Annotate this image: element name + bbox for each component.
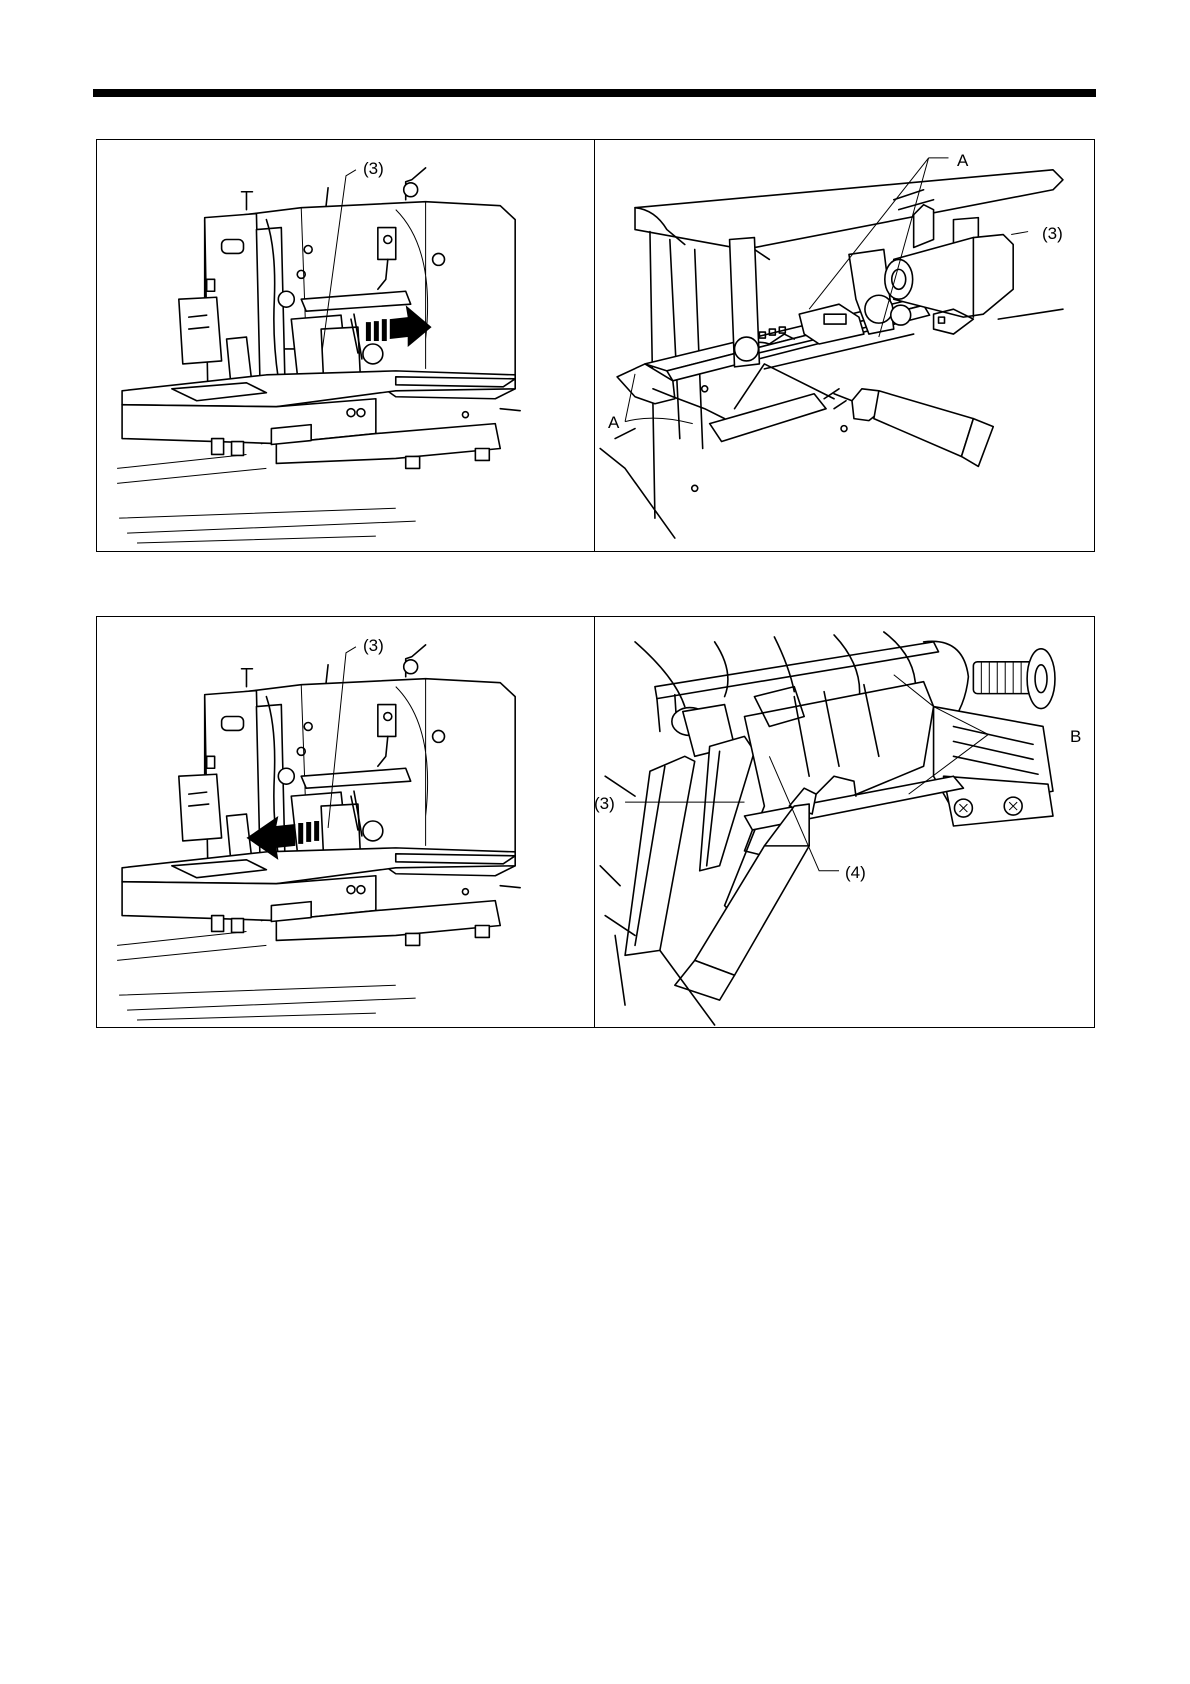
grease-detail-illustration xyxy=(595,140,1094,551)
figure-grease-points-a: A (3) A xyxy=(594,139,1095,552)
header-rule xyxy=(93,89,1096,97)
grease-tube-icon xyxy=(834,389,993,467)
callout-point-a-top: A xyxy=(957,152,968,169)
figure-machine-slide-right: (3) xyxy=(96,139,595,552)
callout-part-3: (3) xyxy=(1042,225,1063,242)
callout-part-3: (3) xyxy=(363,637,384,654)
figure-machine-slide-left: (3) xyxy=(96,616,595,1028)
callout-part-3: (3) xyxy=(363,160,384,177)
figure-grease-points-b: (3) B (4) xyxy=(594,616,1095,1028)
callout-part-4: (4) xyxy=(845,864,866,881)
callout-part-3: (3) xyxy=(594,795,615,812)
grease-detail-illustration xyxy=(595,617,1094,1027)
callout-point-a-left: A xyxy=(608,414,619,431)
machine-illustration xyxy=(97,140,594,551)
callout-point-b: B xyxy=(1070,728,1081,745)
machine-illustration xyxy=(97,617,594,1027)
